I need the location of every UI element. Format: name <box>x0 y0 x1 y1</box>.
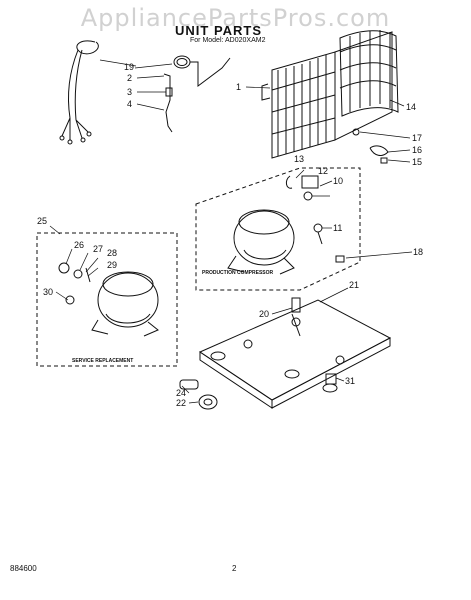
condenser-coil <box>261 31 393 159</box>
service-replacement-label: SERVICE REPLACEMENT <box>72 358 133 364</box>
callout-29: 29 <box>107 260 117 270</box>
callout-2: 2 <box>127 73 132 83</box>
callout-27: 27 <box>93 244 103 254</box>
callout-22: 22 <box>176 398 186 408</box>
service-replacement-box <box>36 232 178 367</box>
callout-13: 13 <box>294 154 304 164</box>
production-compressor-box <box>195 167 361 291</box>
callout-31: 31 <box>345 376 355 386</box>
callout-19: 19 <box>124 62 134 72</box>
callout-30: 30 <box>43 287 53 297</box>
callout-25: 25 <box>37 216 47 226</box>
callout-16: 16 <box>412 145 422 155</box>
relay-parts <box>285 175 319 201</box>
production-compressor-label: PRODUCTION COMPRESSOR <box>202 270 274 276</box>
callout-1: 1 <box>236 82 241 92</box>
mount-hardware <box>291 255 345 385</box>
callout-12: 12 <box>318 166 328 176</box>
callout-4: 4 <box>127 99 132 109</box>
callout-11: 11 <box>333 223 342 233</box>
page-title: UNIT PARTS <box>175 23 263 38</box>
callout-14: 14 <box>406 102 416 112</box>
callout-21: 21 <box>349 280 359 290</box>
callout-26: 26 <box>74 240 84 250</box>
callout-10: 10 <box>333 176 343 186</box>
service-compressor <box>58 262 159 337</box>
tubing-assembly <box>163 55 231 133</box>
callout-18: 18 <box>413 247 423 257</box>
fastener-parts <box>352 128 389 164</box>
page-number: 2 <box>232 564 237 573</box>
callout-24: 24 <box>176 388 186 398</box>
callout-15: 15 <box>412 157 422 167</box>
model-subtitle: For Model: AD020XAM2 <box>190 37 266 44</box>
leader-lines <box>49 59 413 404</box>
callout-3: 3 <box>127 87 132 97</box>
watermark: AppliancePartsPros.com <box>80 4 391 32</box>
base-pan <box>198 299 392 409</box>
production-compressor <box>227 209 323 275</box>
callout-17: 17 <box>412 133 422 143</box>
document-number: 884600 <box>10 564 37 573</box>
evaporator-coil <box>339 30 399 117</box>
callout-20: 20 <box>259 309 269 319</box>
wire-harness <box>59 40 99 145</box>
grommet-parts <box>179 379 218 410</box>
callout-labels: 1 2 3 4 10 11 12 13 14 15 16 17 18 19 20… <box>37 62 423 408</box>
callout-28: 28 <box>107 248 117 258</box>
